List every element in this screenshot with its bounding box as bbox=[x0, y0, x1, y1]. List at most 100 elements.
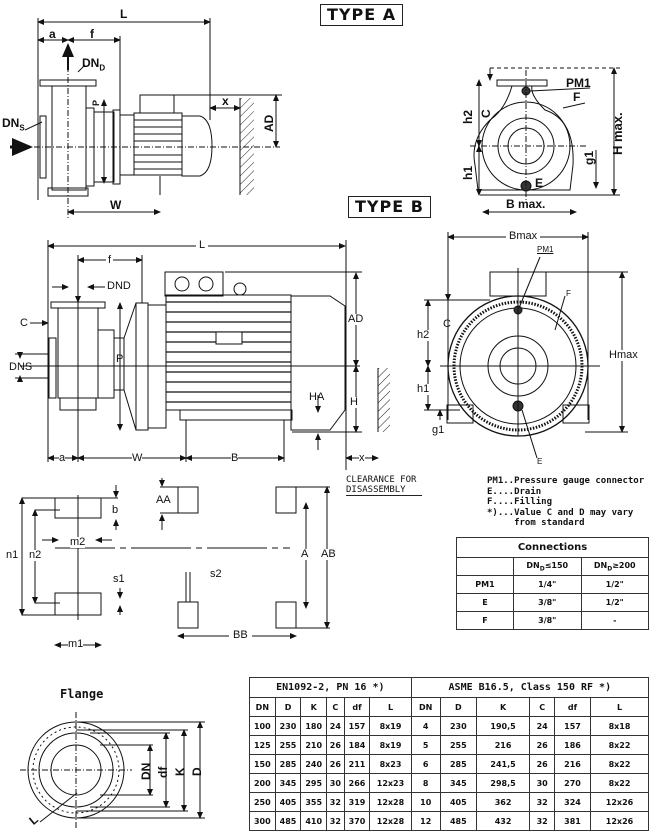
cell: 362 bbox=[475, 792, 531, 812]
label-filling: F bbox=[573, 90, 581, 104]
label-n2: n2 bbox=[29, 549, 42, 561]
label-w: W bbox=[110, 198, 122, 212]
cell: 32 bbox=[529, 792, 556, 812]
cell: 12x28 bbox=[369, 811, 412, 831]
motor-fan-cover-b bbox=[290, 295, 346, 431]
label-x-b: x bbox=[359, 452, 365, 464]
type-b-front-view bbox=[424, 232, 628, 459]
label-dnd-b: DND bbox=[107, 280, 131, 292]
label-g1-b: g1 bbox=[432, 424, 445, 436]
connections-col2: DND≥200 bbox=[580, 557, 649, 576]
label-h-b: H bbox=[350, 396, 358, 408]
cell: 300 bbox=[249, 811, 276, 831]
wall-hatch bbox=[240, 98, 254, 195]
connections-header-row: DND≤150 DND≥200 bbox=[456, 557, 649, 576]
legend-f: F....Filling bbox=[487, 497, 553, 507]
label-h2: h2 bbox=[461, 109, 475, 124]
cell: 157 bbox=[343, 716, 371, 736]
label-f-b2: F bbox=[566, 289, 571, 298]
cell: 12x26 bbox=[590, 792, 649, 812]
connections-header-blank bbox=[456, 557, 514, 576]
cell: 26 bbox=[326, 754, 345, 774]
label-dnd-sub: D bbox=[99, 63, 106, 73]
label-hmax: H max. bbox=[610, 112, 625, 155]
motor-body bbox=[133, 112, 183, 176]
terminal-box bbox=[139, 94, 175, 114]
cell: 345 bbox=[439, 773, 477, 793]
label-dns-base: DN bbox=[2, 116, 20, 130]
cell: 410 bbox=[300, 811, 328, 831]
cell: 432 bbox=[475, 811, 531, 831]
cell: 1/4" bbox=[513, 575, 582, 594]
wall-hatch-b bbox=[378, 368, 390, 432]
label-e-b: E bbox=[537, 457, 543, 466]
cell: 381 bbox=[554, 811, 592, 831]
col1-sub: D bbox=[539, 565, 545, 573]
cell: 405 bbox=[439, 792, 477, 812]
cell: 255 bbox=[274, 735, 302, 755]
cell: 4 bbox=[410, 716, 441, 736]
cell: 125 bbox=[249, 735, 276, 755]
connections-title: Connections bbox=[456, 537, 649, 558]
label-dns-sub: S bbox=[19, 123, 25, 133]
pump-casing bbox=[51, 86, 87, 191]
cell: 32 bbox=[529, 811, 556, 831]
cell: 230 bbox=[439, 716, 477, 736]
cell: - bbox=[580, 611, 649, 630]
cell: PM1 bbox=[456, 575, 514, 594]
label-s2: s2 bbox=[210, 568, 222, 580]
cell: 355 bbox=[300, 792, 328, 812]
label-flange-k: K bbox=[173, 767, 187, 776]
label-b-b: B bbox=[231, 452, 239, 464]
col-k-asme: K bbox=[475, 697, 531, 717]
col-d: D bbox=[274, 697, 302, 717]
connections-col1: DND≤150 bbox=[513, 557, 582, 576]
cell: 12 bbox=[410, 811, 441, 831]
asme-standard-title: ASME B16.5, Class 150 RF *) bbox=[410, 677, 650, 698]
cell: 370 bbox=[343, 811, 371, 831]
cell: 285 bbox=[274, 754, 302, 774]
cell: 1/2" bbox=[580, 593, 649, 612]
label-dnd: DND bbox=[82, 57, 105, 72]
cell: 285 bbox=[439, 754, 477, 774]
cell: 266 bbox=[343, 773, 371, 793]
label-pm1-b: PM1 bbox=[537, 245, 554, 254]
clearance-note-line-2: DISASSEMBLY bbox=[346, 484, 406, 495]
col-k: K bbox=[300, 697, 328, 717]
label-ab: AB bbox=[321, 548, 336, 560]
flange-drawing bbox=[20, 712, 205, 830]
label-hmax-b: Hmax bbox=[609, 349, 638, 361]
label-c-b2: C bbox=[443, 318, 451, 330]
label-m2: m2 bbox=[70, 536, 86, 548]
legend-e: E....Drain bbox=[487, 486, 542, 497]
cell: 8x18 bbox=[590, 716, 649, 736]
cell: 485 bbox=[274, 811, 302, 831]
cell: 8x23 bbox=[369, 754, 412, 774]
cell: 211 bbox=[343, 754, 371, 774]
cell: E bbox=[456, 593, 514, 612]
label-m1: m1 bbox=[68, 638, 84, 650]
cell: 186 bbox=[554, 735, 592, 755]
cell: 30 bbox=[529, 773, 556, 793]
col-dn-asme: DN bbox=[410, 697, 441, 717]
cell: 250 bbox=[249, 792, 276, 812]
col-c-asme: C bbox=[529, 697, 556, 717]
cell: 3/8" bbox=[513, 611, 582, 630]
cell: 184 bbox=[343, 735, 371, 755]
cell: 485 bbox=[439, 811, 477, 831]
cell: 150 bbox=[249, 754, 276, 774]
motor-foot-4 bbox=[275, 601, 297, 629]
label-f: f bbox=[90, 27, 94, 41]
col-c: C bbox=[326, 697, 345, 717]
cell: 8x22 bbox=[590, 754, 649, 774]
